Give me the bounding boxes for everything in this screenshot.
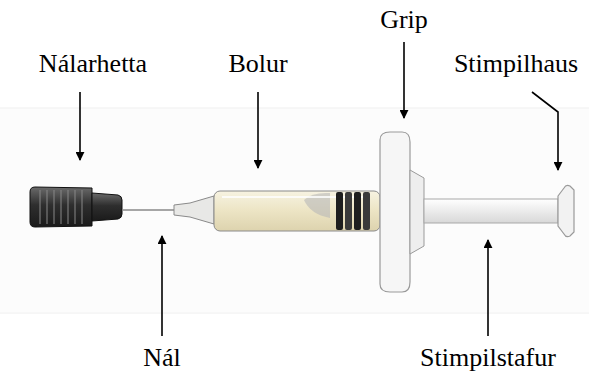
finger-grip-collar xyxy=(410,170,424,254)
finger-grip xyxy=(380,132,410,292)
part-label: Nál xyxy=(143,342,181,373)
needle-cap xyxy=(30,187,122,227)
leader-arrows xyxy=(80,42,558,336)
needle-hub xyxy=(174,196,214,224)
plunger-head xyxy=(558,185,574,236)
part-label: Grip xyxy=(380,4,428,35)
part-label: Bolur xyxy=(228,48,287,79)
part-label: Nálarhetta xyxy=(39,48,147,79)
part-label: Stimpilhaus xyxy=(454,48,578,79)
part-label: Stimpilstafur xyxy=(420,342,556,373)
plunger-rod xyxy=(424,199,558,223)
syringe-barrel xyxy=(214,191,380,231)
needle xyxy=(122,209,176,211)
